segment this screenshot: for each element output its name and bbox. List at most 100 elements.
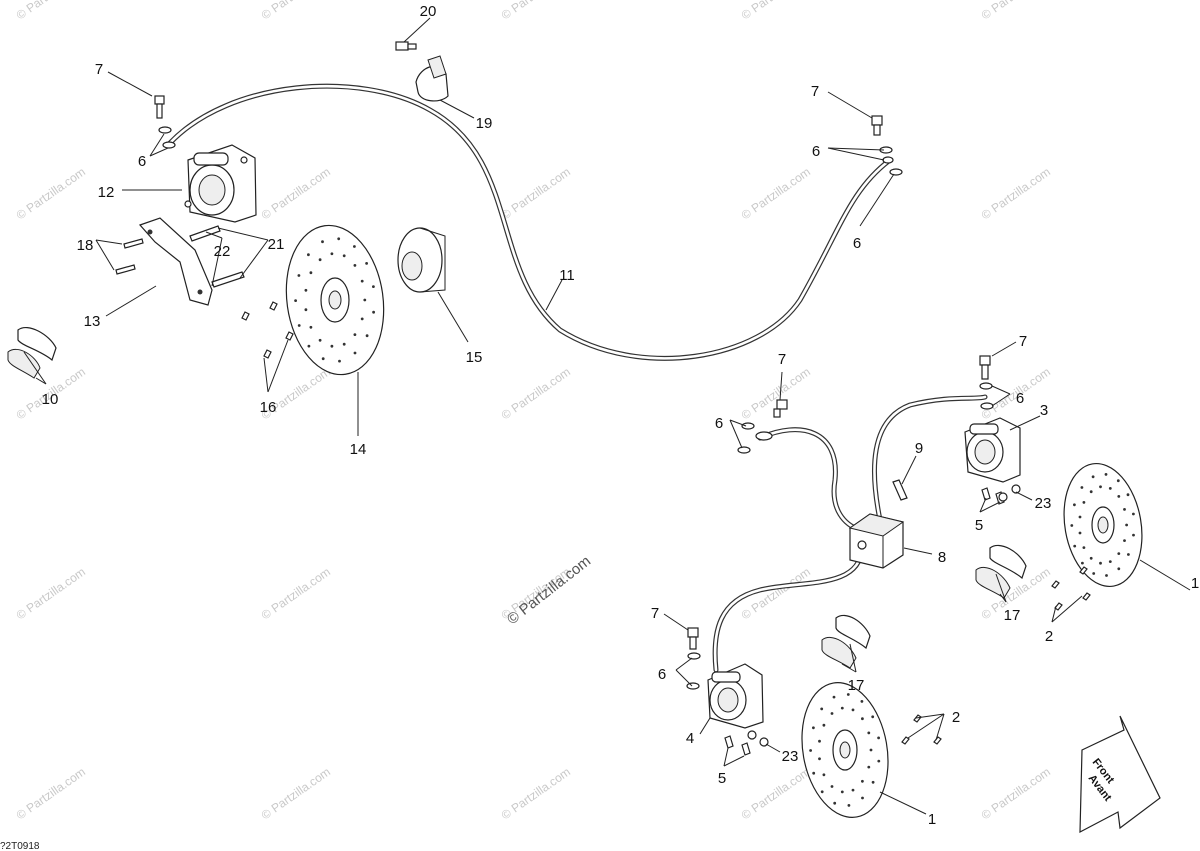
watermark-text: © Partzilla.com — [259, 165, 333, 223]
callout-c1b: 1 — [928, 811, 936, 828]
callout-c17b: 17 — [848, 677, 865, 694]
screws-2a — [1051, 566, 1091, 611]
disc-hole — [353, 245, 356, 248]
callout-c6b: 6 — [812, 143, 820, 160]
disc-hole — [818, 757, 821, 761]
disc-hole — [1092, 572, 1096, 575]
disc-hole — [1082, 546, 1086, 549]
disc-hole — [867, 765, 871, 769]
callout-c4: 4 — [686, 730, 694, 747]
disc-hole — [830, 712, 834, 715]
callout-c5b: 5 — [718, 770, 726, 787]
banjo-bolt-7a — [154, 95, 176, 149]
disc-hole — [1108, 560, 1112, 563]
bolts-21 — [189, 225, 245, 288]
callout-c13: 13 — [84, 313, 101, 330]
disc-hole — [309, 325, 313, 329]
disc-hole — [1082, 501, 1086, 504]
disc-hole — [360, 317, 364, 321]
watermark-text: © Partzilla.com — [739, 0, 813, 22]
disc-hole — [1080, 486, 1084, 489]
disc-hole — [871, 780, 875, 784]
watermark-text: © Partzilla.com — [499, 0, 573, 22]
callout-c22: 22 — [214, 243, 231, 260]
callout-c6e: 6 — [715, 415, 723, 432]
disc-hole — [1127, 553, 1130, 556]
watermark-text: © Partzilla.com — [14, 165, 88, 223]
disc-hole — [1081, 561, 1084, 565]
washers-23b — [747, 730, 769, 747]
disc-hole — [1132, 533, 1135, 537]
disc-hole — [318, 258, 322, 262]
callout-c5a: 5 — [975, 517, 983, 534]
disc-hole — [1132, 512, 1135, 516]
caliper-bracket-13 — [138, 217, 213, 306]
disc-hole — [1104, 473, 1108, 476]
disc-hole — [330, 344, 334, 348]
caliper-4 — [707, 663, 764, 729]
watermark-text: © Partzilla.com — [979, 165, 1053, 223]
disc-hole — [1073, 503, 1076, 507]
brake-disc-1a — [1063, 462, 1143, 588]
disc-hole — [832, 695, 836, 699]
center-watermark: © Partzilla.com — [504, 553, 594, 629]
callout-c19: 19 — [476, 115, 493, 132]
disc-hole — [820, 790, 824, 794]
disc-hole — [1099, 561, 1102, 565]
disc-hole — [1091, 475, 1095, 479]
disc-hole — [851, 788, 855, 792]
disc-hole — [1089, 490, 1093, 494]
watermark-text: © Partzilla.com — [14, 765, 88, 823]
callout-c21: 21 — [268, 236, 285, 253]
callout-c6a: 6 — [138, 153, 146, 170]
disc-hole — [860, 700, 864, 703]
disc-hole — [1089, 556, 1093, 560]
callout-c2a: 2 — [1045, 628, 1053, 645]
disc-hole — [1078, 515, 1082, 519]
callout-c14: 14 — [350, 441, 367, 458]
brake-hose-lines-right — [712, 394, 988, 673]
disc-hole — [820, 707, 824, 711]
disc-hole — [818, 739, 821, 743]
caliper-12 — [184, 144, 257, 223]
screws-2b — [901, 714, 942, 745]
callout-c15: 15 — [466, 349, 483, 366]
disc-hole — [307, 253, 310, 257]
disc-hole — [304, 288, 308, 292]
disc-hole — [1125, 523, 1128, 527]
disc-hole — [830, 785, 834, 788]
disc-hole — [812, 726, 815, 730]
disc-hole — [877, 736, 880, 740]
screws-16 — [241, 301, 294, 359]
disc-hole — [1123, 508, 1126, 511]
callout-c12: 12 — [98, 184, 115, 201]
disc-hole — [877, 759, 881, 763]
watermark-text: © Partzilla.com — [14, 565, 88, 623]
disc-hole — [822, 773, 826, 777]
washers-23a — [998, 484, 1021, 502]
disc-hole — [1108, 487, 1112, 490]
banjo-bolt-7c — [979, 355, 994, 410]
disc-hole — [1105, 574, 1108, 577]
banjo-bolt-7d — [737, 399, 788, 454]
callout-c1a: 1 — [1191, 575, 1199, 592]
disc-hole — [1117, 495, 1121, 498]
disc-hole — [363, 298, 367, 302]
disc-hole — [1126, 493, 1130, 497]
disc-hole — [321, 357, 325, 361]
callout-c7d: 7 — [778, 351, 786, 368]
disc-hole — [353, 264, 357, 267]
disc-hole — [1070, 524, 1074, 527]
disc-hole — [871, 715, 875, 719]
watermark-text: © Partzilla.com — [979, 0, 1053, 22]
brake-disc-14 — [285, 224, 385, 376]
callout-c23b: 23 — [782, 748, 799, 765]
disc-hole — [309, 271, 313, 275]
disc-hole — [833, 801, 837, 805]
disc-hole — [840, 790, 844, 794]
drawing-code: ?2T0918 — [0, 841, 40, 851]
disc-hole — [822, 723, 826, 727]
brake-pads-17b — [821, 614, 871, 669]
disc-hole — [1116, 479, 1120, 483]
